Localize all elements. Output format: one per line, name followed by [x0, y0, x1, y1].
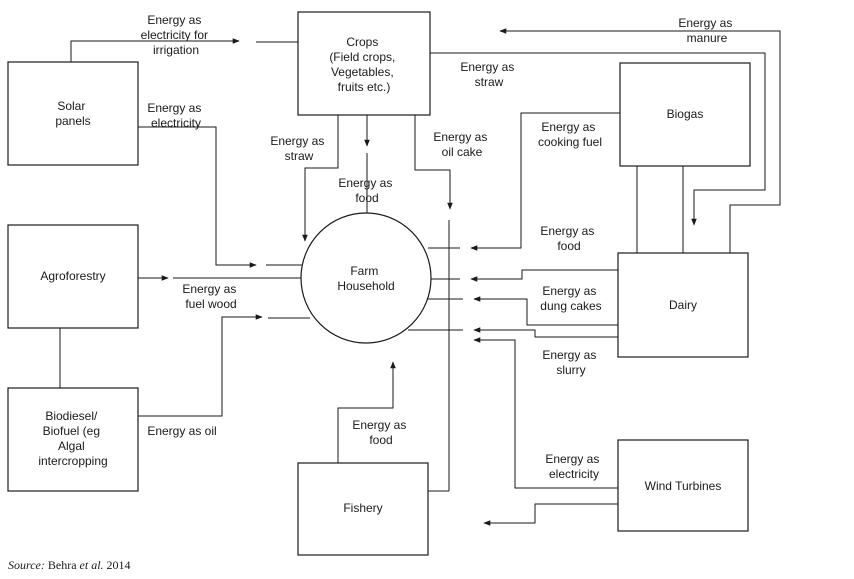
flow-dungcakes-label: Energy as dung cakes [540, 284, 601, 313]
flow-solar-irrigation-label: Energy as electricity for irrigation [141, 13, 212, 57]
flow-oilcake-label: Energy as oil cake [433, 130, 490, 159]
flow-cooking-fuel-label: Energy as cooking fuel [538, 120, 602, 149]
flow-fuelwood-label: Energy as fuel wood [182, 282, 239, 311]
dairy-food-arrow [470, 269, 618, 282]
agroforestry-box [7, 224, 139, 329]
household-label: Farm Household [337, 264, 394, 293]
source-citation: Source: Behra et al. 2014 [8, 558, 131, 572]
wind-turbines-box [617, 439, 749, 532]
biodiesel-box [7, 387, 139, 492]
solar-irrigation-arrow [70, 38, 240, 62]
flow-dairy-food-label: Energy as food [540, 224, 597, 253]
fishery-box [297, 462, 429, 556]
flow-solar-electricity-label: Energy as electricity [147, 101, 204, 130]
crops-label: Crops (Field crops, Vegetables, fruits e… [329, 35, 398, 94]
solar-electricity-arrow [138, 126, 257, 268]
farm-household-circle [300, 212, 432, 344]
crops-box [297, 11, 431, 116]
biogas-label: Biogas [667, 107, 704, 121]
crops-oilcake-arrow [414, 115, 453, 210]
biodiesel-oil-arrow [138, 314, 263, 417]
wind-to-fishery-arrow [483, 503, 618, 526]
dairy-box [617, 252, 749, 358]
flow-wind-electricity-label: Energy as electricity [545, 452, 602, 481]
fishery-food-arrow [337, 361, 396, 463]
biodiesel-label: Biodiesel/ Biofuel (eg Algal intercroppi… [38, 409, 107, 468]
flow-manure-label: Energy as manure [678, 16, 735, 45]
dairy-label: Dairy [669, 298, 697, 312]
cooking-fuel-arrow [470, 112, 620, 251]
biogas-box [619, 62, 751, 167]
crops-straw-arrow [302, 115, 339, 242]
wind-electricity-arrow [473, 337, 618, 489]
slurry-arrow [473, 327, 618, 338]
flow-slurry-label: Energy as slurry [542, 348, 599, 377]
flow-crops-food-label: Energy as food [338, 176, 395, 205]
crops-straw-dairy-line [430, 52, 766, 226]
agroforestry-label: Agroforestry [40, 269, 105, 283]
flow-straw-dairy-label: Energy as straw [460, 60, 517, 89]
flow-fishery-food-label: Energy as food [352, 418, 409, 447]
solar-label: Solar panels [55, 99, 90, 128]
wind-turbines-label: Wind Turbines [645, 479, 722, 493]
manure-arrow [499, 28, 781, 253]
fishery-label: Fishery [343, 501, 382, 515]
flow-oil-label: Energy as oil [147, 424, 216, 438]
flow-crops-straw-label: Energy as straw [270, 134, 327, 163]
solar-panels-box [7, 61, 139, 166]
